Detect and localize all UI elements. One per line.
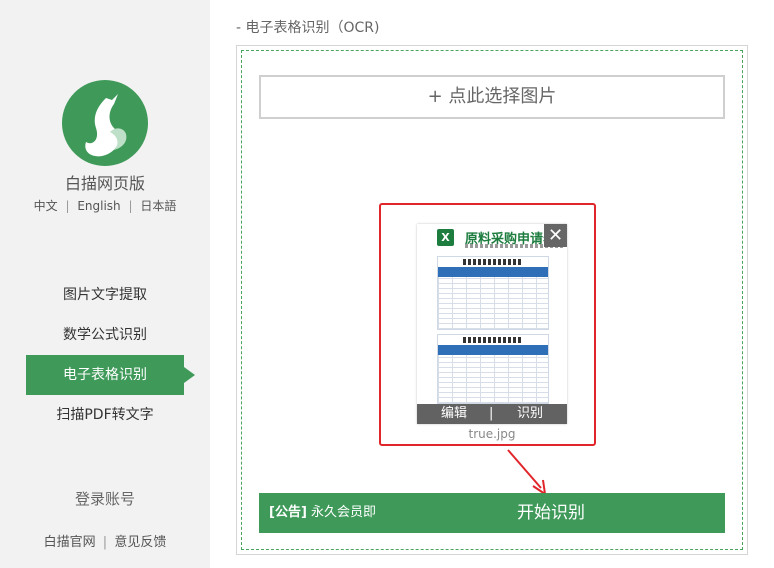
recognize-button[interactable]: 识别 (517, 406, 544, 421)
nav-item-image-text[interactable]: 图片文字提取 (63, 287, 147, 303)
thumbnail-subtitle-lines (465, 244, 565, 248)
logo-icon (62, 80, 148, 166)
choose-image-button[interactable]: + 点此选择图片 (259, 75, 725, 119)
start-recognition-button[interactable]: 开始识别 (517, 503, 585, 523)
arrow-pointer (507, 449, 547, 497)
app-name: 白描网页版 (64, 174, 145, 193)
highlight-annotation-box (379, 203, 596, 446)
notice-text: 永久会员即 (311, 505, 377, 520)
table-preview-top (437, 256, 549, 330)
lang-separator: | (65, 199, 70, 213)
footer-separator: | (102, 535, 108, 550)
footer-links: 白描官网 | 意见反馈 (0, 531, 210, 550)
nav-item-math-formula[interactable]: 数学公式识别 (63, 327, 147, 343)
thumbnail-title: 原料采购申请表 (465, 232, 557, 247)
lang-zh[interactable]: 中文 (33, 199, 58, 213)
file-name: true.jpg (468, 427, 516, 441)
thumbnail-action-bar: 编辑 | 识别 (417, 404, 567, 424)
language-switcher: 中文 | English | 日本語 (0, 197, 210, 214)
login-link[interactable]: 登录账号 (74, 490, 135, 508)
nav-item-spreadsheet[interactable]: 电子表格识别 (26, 355, 195, 395)
table-preview-bottom (437, 334, 549, 404)
notice[interactable]: [公告] 永久会员即 (269, 493, 376, 533)
thumbnail-header: X 原料采购申请表 (417, 224, 567, 252)
action-separator: | (489, 406, 494, 421)
lang-en[interactable]: English (77, 199, 121, 213)
edit-button[interactable]: 编辑 (441, 406, 468, 421)
feedback-link[interactable]: 意见反馈 (114, 535, 167, 550)
section-title: - 电子表格识别（OCR) (236, 20, 380, 36)
official-site-link[interactable]: 白描官网 (43, 535, 96, 550)
lang-ja[interactable]: 日本語 (140, 199, 177, 213)
notice-tag: [公告] (269, 505, 307, 520)
sidebar: 白描网页版 中文 | English | 日本語 图片文字提取 数学公式识别 电… (0, 0, 210, 568)
start-recognition-bar[interactable]: [公告] 永久会员即 开始识别 (259, 493, 725, 533)
lang-separator: | (128, 199, 133, 213)
nav-item-pdf-to-text[interactable]: 扫描PDF转文字 (56, 407, 154, 423)
close-icon[interactable]: ✕ (544, 224, 567, 247)
excel-icon: X (437, 229, 454, 246)
image-thumbnail[interactable]: X 原料采购申请表 ✕ 编辑 | 识别 (417, 224, 567, 424)
